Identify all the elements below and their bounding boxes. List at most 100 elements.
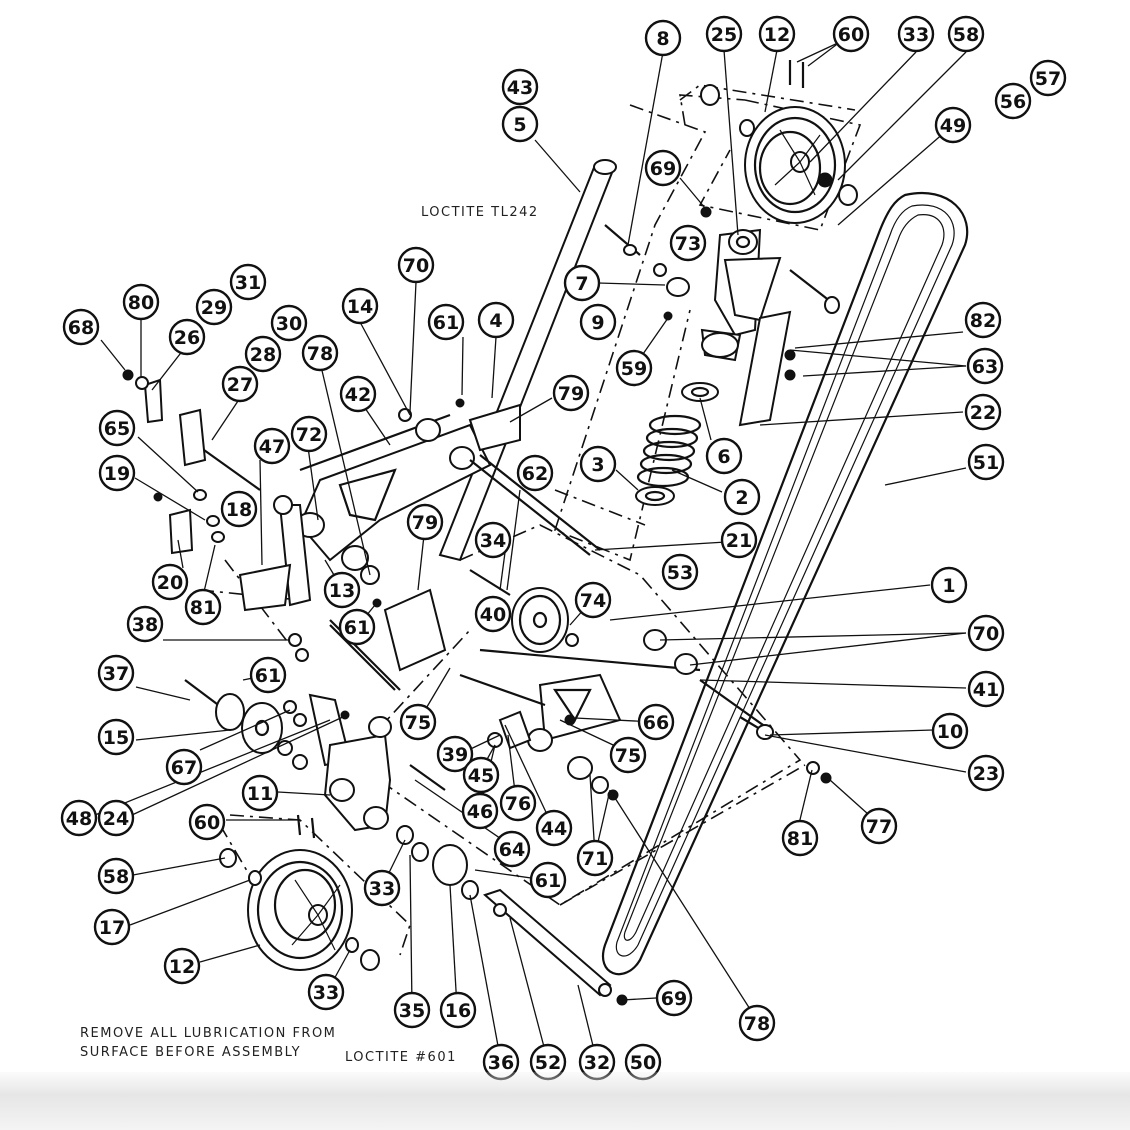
callout-label: 44 bbox=[541, 818, 567, 840]
callout-21: 21 bbox=[720, 521, 758, 559]
callout-label: 35 bbox=[399, 1000, 425, 1022]
callout-label: 45 bbox=[468, 765, 494, 787]
callout-label: 78 bbox=[744, 1013, 770, 1035]
callout-65: 65 bbox=[98, 409, 136, 447]
callout-75: 75 bbox=[609, 736, 647, 774]
callout-label: 79 bbox=[412, 512, 438, 534]
callout-label: 70 bbox=[973, 623, 999, 645]
callout-label: 73 bbox=[675, 233, 701, 255]
callout-20: 20 bbox=[151, 563, 189, 601]
callout-23: 23 bbox=[967, 754, 1005, 792]
callout-label: 66 bbox=[643, 712, 669, 734]
callout-60: 60 bbox=[188, 803, 226, 841]
callout-label: 61 bbox=[344, 617, 370, 639]
callout-label: 61 bbox=[433, 312, 459, 334]
idler-assembly bbox=[184, 679, 446, 832]
callout-69: 69 bbox=[644, 149, 682, 187]
callout-60: 60 bbox=[832, 15, 870, 53]
callout-label: 42 bbox=[345, 384, 371, 406]
remove-lubrication-note: REMOVE ALL LUBRICATION FROM SURFACE BEFO… bbox=[80, 1026, 337, 1060]
callout-label: 34 bbox=[480, 530, 506, 552]
callout-label: 76 bbox=[505, 793, 531, 815]
callout-40: 40 bbox=[474, 595, 512, 633]
callout-label: 61 bbox=[255, 665, 281, 687]
callout-label: 52 bbox=[535, 1052, 561, 1074]
callout-51: 51 bbox=[967, 443, 1005, 481]
callout-label: 22 bbox=[970, 402, 996, 424]
callout-74: 74 bbox=[574, 581, 612, 619]
callout-12: 12 bbox=[758, 15, 796, 53]
callout-61: 61 bbox=[249, 656, 287, 694]
callout-label: 53 bbox=[667, 562, 693, 584]
callout-81: 81 bbox=[781, 819, 819, 857]
callout-label: 28 bbox=[250, 344, 276, 366]
callout-58: 58 bbox=[97, 857, 135, 895]
callout-label: 79 bbox=[558, 383, 584, 405]
callout-25: 25 bbox=[705, 15, 743, 53]
callout-label: 9 bbox=[591, 312, 604, 334]
callout-label: 41 bbox=[973, 679, 999, 701]
callout-37: 37 bbox=[97, 654, 135, 692]
callout-19: 19 bbox=[98, 454, 136, 492]
callout-46: 46 bbox=[461, 792, 499, 830]
callout-label: 12 bbox=[169, 956, 195, 978]
callout-33: 33 bbox=[363, 869, 401, 907]
callout-81: 81 bbox=[184, 588, 222, 626]
main-frame bbox=[238, 398, 601, 691]
callout-label: 8 bbox=[656, 28, 669, 50]
callout-label: 81 bbox=[787, 828, 813, 850]
callout-47: 47 bbox=[253, 427, 291, 465]
callout-label: 56 bbox=[1000, 91, 1026, 113]
callout-70: 70 bbox=[397, 246, 435, 284]
callout-label: 3 bbox=[591, 454, 604, 476]
lower-pulley bbox=[219, 814, 380, 971]
callout-label: 36 bbox=[488, 1052, 514, 1074]
callout-5: 5 bbox=[501, 105, 539, 143]
callout-label: 29 bbox=[201, 297, 227, 319]
tensioner-arm bbox=[700, 228, 840, 427]
callout-79: 79 bbox=[552, 374, 590, 412]
center-pulley bbox=[469, 569, 579, 653]
callout-61: 61 bbox=[529, 861, 567, 899]
callout-label: 5 bbox=[513, 114, 526, 136]
callout-label: 23 bbox=[973, 763, 999, 785]
callout-label: 69 bbox=[661, 988, 687, 1010]
callout-45: 45 bbox=[462, 756, 500, 794]
callout-63: 63 bbox=[966, 347, 1004, 385]
callout-11: 11 bbox=[241, 774, 279, 812]
callout-61: 61 bbox=[427, 303, 465, 341]
callout-62: 62 bbox=[516, 454, 554, 492]
callout-10: 10 bbox=[931, 712, 969, 750]
spring-column bbox=[438, 159, 719, 562]
callout-2: 2 bbox=[723, 478, 761, 516]
callout-label: 10 bbox=[937, 721, 963, 743]
callout-label: 14 bbox=[347, 296, 373, 318]
callout-33: 33 bbox=[897, 15, 935, 53]
callout-69: 69 bbox=[655, 979, 693, 1017]
callout-label: 51 bbox=[973, 452, 999, 474]
callout-label: 1 bbox=[942, 575, 955, 597]
callout-label: 12 bbox=[764, 24, 790, 46]
callout-label: 17 bbox=[99, 917, 125, 939]
callout-59: 59 bbox=[615, 349, 653, 387]
callout-label: 20 bbox=[157, 572, 183, 594]
callout-75: 75 bbox=[399, 703, 437, 741]
callout-label: 21 bbox=[726, 530, 752, 552]
callout-label: 43 bbox=[507, 77, 533, 99]
callout-16: 16 bbox=[439, 991, 477, 1029]
callout-label: 62 bbox=[522, 463, 548, 485]
drive-belt bbox=[602, 192, 969, 976]
callout-label: 78 bbox=[307, 343, 333, 365]
callout-77: 77 bbox=[860, 807, 898, 845]
bottom-fade bbox=[0, 1072, 1130, 1130]
callout-76: 76 bbox=[499, 784, 537, 822]
callout-3: 3 bbox=[579, 445, 617, 483]
callout-label: 70 bbox=[403, 255, 429, 277]
callout-label: 81 bbox=[190, 597, 216, 619]
callout-label: 75 bbox=[615, 745, 641, 767]
callout-36: 36 bbox=[482, 1043, 520, 1081]
callout-label: 50 bbox=[630, 1052, 656, 1074]
callout-label: 16 bbox=[445, 1000, 471, 1022]
callout-label: 38 bbox=[132, 614, 158, 636]
callout-14: 14 bbox=[341, 287, 379, 325]
